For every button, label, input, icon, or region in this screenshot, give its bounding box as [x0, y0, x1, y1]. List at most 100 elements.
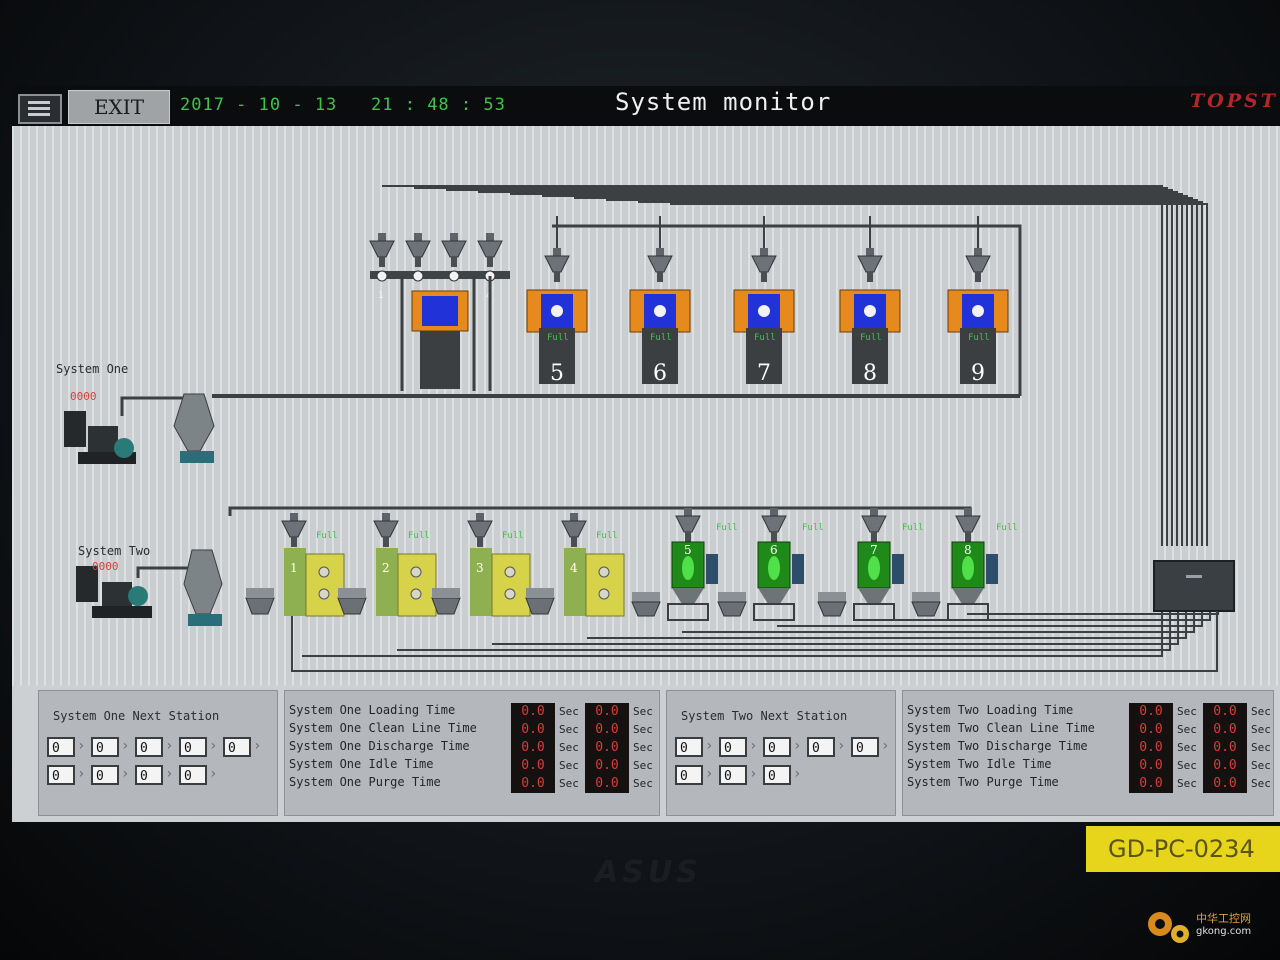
time-unit: Sec: [1251, 705, 1271, 718]
loader-cone: [647, 255, 673, 273]
next-station-box[interactable]: 0: [135, 765, 163, 785]
loader-neck: [554, 272, 560, 282]
next-station-box[interactable]: 0: [223, 737, 251, 757]
loader-cap: [553, 248, 561, 256]
time-value-1[interactable]: 0.0: [1129, 757, 1173, 775]
next-station-box[interactable]: 0: [47, 765, 75, 785]
chevron-right-icon: ›: [165, 766, 174, 782]
time-unit: Sec: [559, 741, 579, 754]
receiver-bin: [817, 601, 847, 617]
central-hopper: [183, 549, 223, 615]
receiver-lid: [632, 592, 660, 602]
dryer-gauge-icon: [598, 566, 610, 578]
time-value-1[interactable]: 0.0: [511, 757, 555, 775]
station-status: Full: [316, 531, 338, 541]
next-station-box[interactable]: 0: [675, 765, 703, 785]
hopper-sight-glass: [682, 556, 694, 580]
time-row-label: System Two Loading Time: [907, 703, 1074, 717]
source-loader: [477, 233, 503, 267]
station-number: 7: [870, 543, 878, 557]
time-value-1[interactable]: 0.0: [1129, 775, 1173, 793]
time-value-1[interactable]: 0.0: [511, 739, 555, 757]
station-number: 6: [653, 361, 667, 386]
next-station-box[interactable]: 0: [763, 765, 791, 785]
dryer-side: [376, 548, 398, 616]
dryer-gauge-icon: [410, 588, 422, 600]
next-station-box[interactable]: 0: [675, 737, 703, 757]
panel-title: System One Next Station: [53, 709, 220, 723]
next-station-box[interactable]: 0: [719, 737, 747, 757]
station-sight-glass: [972, 305, 984, 317]
station-number: 8: [964, 543, 972, 557]
time-value-2[interactable]: 0.0: [585, 757, 629, 775]
next-station-box[interactable]: 0: [851, 737, 879, 757]
time-unit: Sec: [1177, 741, 1197, 754]
loader-cap: [684, 508, 692, 516]
next-station-box[interactable]: 0: [47, 737, 75, 757]
time-value-1[interactable]: 0.0: [511, 721, 555, 739]
time-unit: Sec: [1177, 759, 1197, 772]
time-value-2[interactable]: 0.0: [585, 739, 629, 757]
station-number: 5: [550, 361, 564, 386]
loader-cone: [441, 240, 467, 258]
hopper-control-box: [986, 554, 998, 584]
time-unit: Sec: [1177, 723, 1197, 736]
time-row-label: System Two Idle Time: [907, 757, 1052, 771]
time-value-1[interactable]: 0.0: [1129, 739, 1173, 757]
next-station-box[interactable]: 0: [91, 765, 119, 785]
loader-neck: [477, 537, 483, 547]
menu-icon[interactable]: [18, 94, 62, 124]
loader-cap: [760, 248, 768, 256]
time-value-2[interactable]: 0.0: [585, 703, 629, 721]
gear-icon: [1148, 912, 1189, 943]
time-unit: Sec: [559, 705, 579, 718]
dryer-body: [491, 553, 531, 617]
station-number: 8: [863, 361, 877, 386]
time-value-1[interactable]: 0.0: [511, 775, 555, 793]
time-value-2[interactable]: 0.0: [1203, 757, 1247, 775]
pipe-line: [510, 193, 1183, 546]
system-one-label: System One: [56, 362, 129, 376]
blower-motor: [88, 426, 118, 456]
station-status: Full: [996, 523, 1018, 533]
central-hopper: [173, 393, 215, 452]
dryer-gauge-icon: [504, 588, 516, 600]
pipe-line: [670, 203, 1208, 546]
station-loader: [861, 508, 887, 542]
next-station-box[interactable]: 0: [91, 737, 119, 757]
receiver-bin: [911, 601, 941, 617]
exit-button[interactable]: EXIT: [68, 90, 170, 124]
dryer-body: [397, 553, 437, 617]
hopper-stand: [947, 603, 989, 621]
receiver-bin: [631, 601, 661, 617]
loader-neck: [761, 272, 767, 282]
loader-cap: [656, 248, 664, 256]
time-value-2[interactable]: 0.0: [1203, 739, 1247, 757]
datetime-display: 2017 - 10 - 13 21 : 48 : 53: [180, 95, 506, 115]
date-text: 2017 - 10 - 13: [180, 95, 338, 115]
time-value-1[interactable]: 0.0: [1129, 703, 1173, 721]
time-value-2[interactable]: 0.0: [1203, 775, 1247, 793]
next-station-box[interactable]: 0: [179, 765, 207, 785]
next-station-box[interactable]: 0: [135, 737, 163, 757]
receiver-lid: [912, 592, 940, 602]
time-value-2[interactable]: 0.0: [1203, 721, 1247, 739]
next-station-box[interactable]: 0: [763, 737, 791, 757]
next-station-box[interactable]: 0: [719, 765, 747, 785]
filter-unit: [64, 411, 86, 447]
loader-cone: [861, 515, 887, 533]
loader-neck: [871, 532, 877, 542]
time-value-2[interactable]: 0.0: [1203, 703, 1247, 721]
dryer-body: [305, 553, 345, 617]
time-value-1[interactable]: 0.0: [511, 703, 555, 721]
time-value-1[interactable]: 0.0: [1129, 721, 1173, 739]
hmi-screen: EXIT 2017 - 10 - 13 21 : 48 : 53 System …: [12, 86, 1280, 822]
next-station-box[interactable]: 0: [179, 737, 207, 757]
pipe-line: [542, 195, 1188, 546]
time-value-2[interactable]: 0.0: [585, 721, 629, 739]
time-value-2[interactable]: 0.0: [585, 775, 629, 793]
loader-cap: [974, 248, 982, 256]
next-station-box[interactable]: 0: [807, 737, 835, 757]
system-two-next-station-panel: System Two Next Station 0›0›0›0›0›0›0›0›: [666, 690, 896, 816]
